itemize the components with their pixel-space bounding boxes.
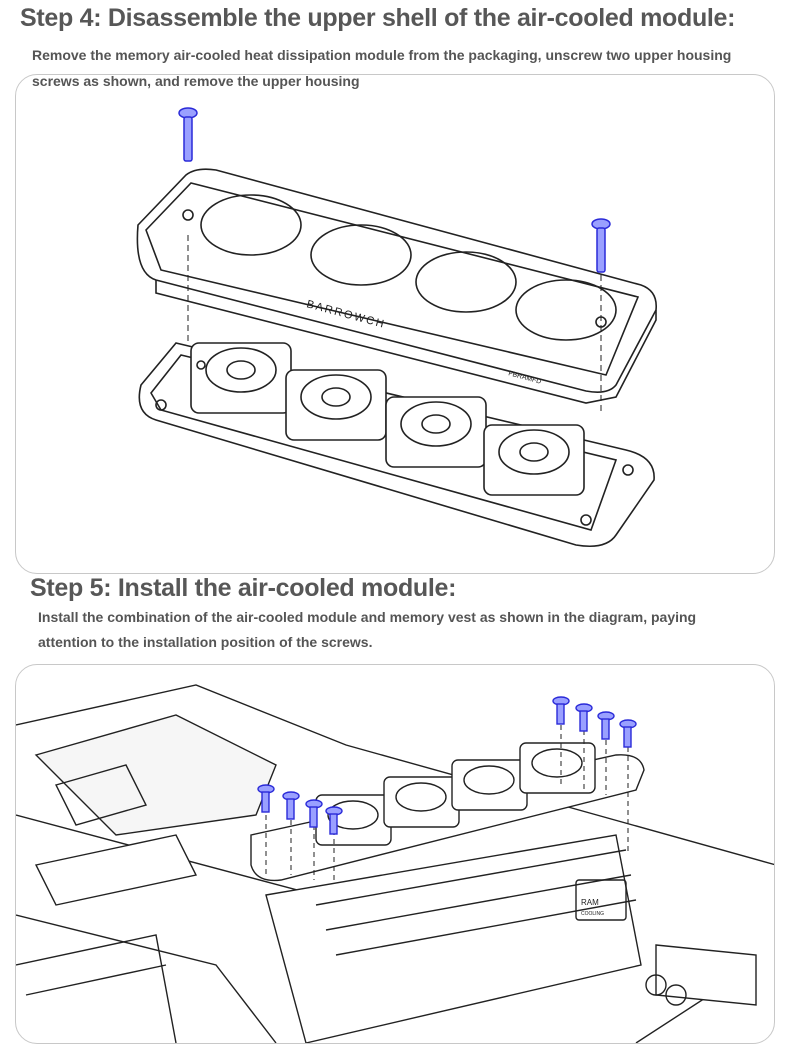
step4-diagram-panel: BARROWCH FBRAMFD (15, 74, 775, 574)
ram-sub-label: COOLING (581, 911, 604, 917)
screw-icon (282, 791, 300, 820)
step4-title: Step 4: Disassemble the upper shell of t… (20, 4, 736, 32)
step4-exploded-diagram: BARROWCH FBRAMFD (136, 107, 658, 548)
screw-icon (597, 711, 615, 740)
step5-title: Step 5: Install the air-cooled module: (30, 574, 457, 602)
step5-diagram-panel: RAM COOLING (15, 664, 775, 1044)
screw-icon (325, 806, 343, 835)
screw-icon (619, 719, 637, 748)
screw-icon (552, 696, 570, 725)
screw-icon (257, 784, 275, 813)
step4-instruction-line2: screws as shown, and remove the upper ho… (32, 73, 360, 89)
step4-instruction-line1: Remove the memory air-cooled heat dissip… (32, 47, 732, 63)
screw-icon (178, 107, 198, 162)
screw-icon (305, 799, 323, 828)
step5-instruction-line2: attention to the installation position o… (38, 634, 373, 650)
step5-instruction-line1: Install the combination of the air-coole… (38, 609, 697, 625)
ram-label: RAM (581, 898, 599, 907)
step5-installation-diagram: RAM COOLING (16, 684, 774, 1043)
screw-icon (575, 703, 593, 732)
screw-icon (591, 218, 611, 273)
fan-row (190, 342, 585, 496)
